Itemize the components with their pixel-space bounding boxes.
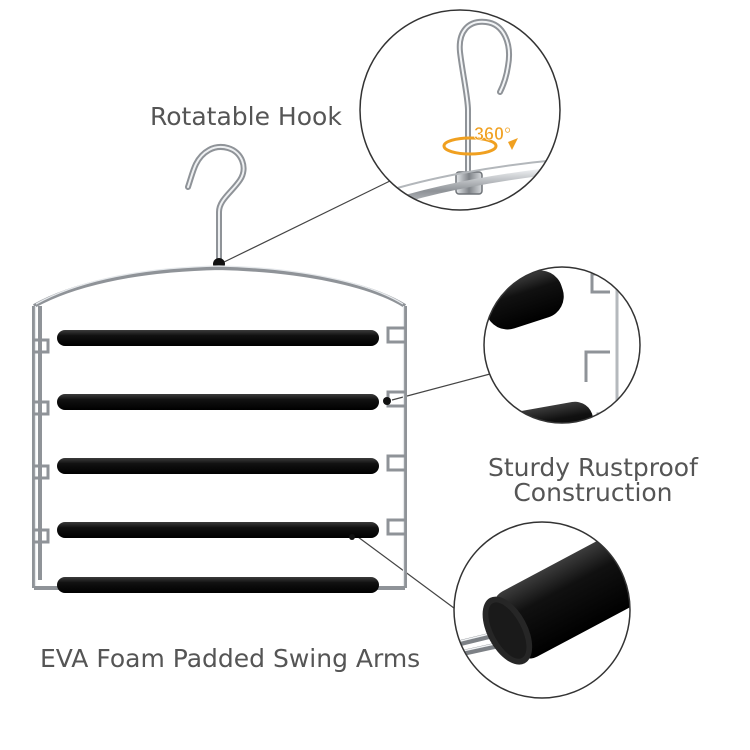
rotation-arrow-icon [442, 136, 518, 156]
callout-circle-sturdy [483, 266, 641, 424]
foam-bar-icon [57, 394, 379, 410]
callout-label-sturdy-construction: Sturdy Rustproof Construction [488, 455, 698, 505]
leader-lines [219, 179, 491, 615]
leader-line-hook [219, 179, 393, 265]
callout-circle-foam [453, 521, 631, 699]
callout-label-sturdy-line1: Sturdy Rustproof [488, 453, 698, 482]
hanger [32, 144, 407, 593]
chrome-frame-icon [32, 266, 407, 590]
hook-rotation-label: 360° [474, 124, 511, 144]
foam-bar-icon [57, 458, 379, 474]
foam-bars [57, 330, 391, 593]
foam-bar-icon [57, 330, 379, 346]
leader-line-foam [357, 536, 463, 615]
callout-label-sturdy-line2: Construction [513, 478, 673, 507]
swing-arm-brackets [34, 326, 405, 544]
callout-label-rotatable-hook: Rotatable Hook [150, 102, 342, 131]
foam-bar-icon [57, 522, 379, 538]
leader-line-sturdy [391, 373, 491, 401]
foam-bar-icon [57, 577, 379, 593]
callout-label-eva-foam: EVA Foam Padded Swing Arms [40, 644, 421, 673]
callout-circle-hook: 360° [359, 9, 561, 211]
